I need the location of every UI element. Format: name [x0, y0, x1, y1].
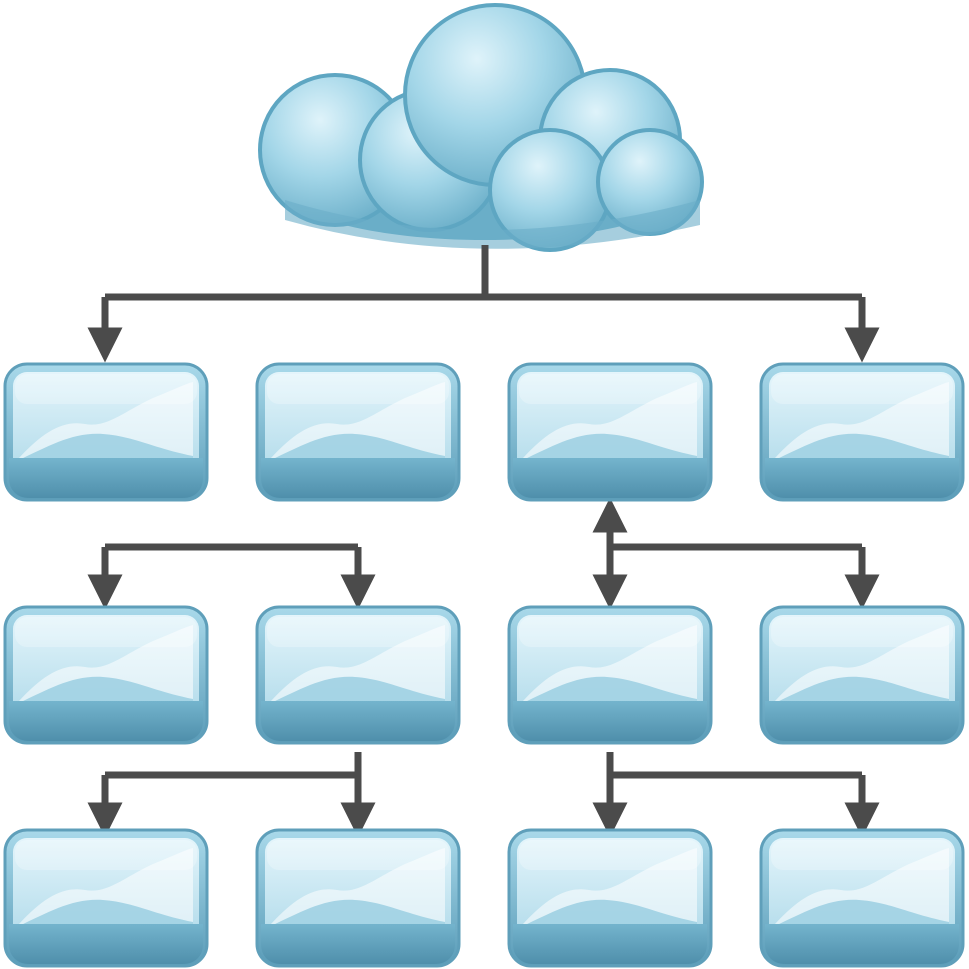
chart-window-icon: [3, 605, 209, 745]
chart-window-icon: [507, 828, 713, 968]
row-2: [3, 605, 965, 745]
chart-window-icon: [3, 362, 209, 502]
chart-window-icon: [255, 605, 461, 745]
chart-window-icon: [507, 605, 713, 745]
chart-window-icon: [3, 828, 209, 968]
chart-window-icon: [759, 362, 965, 502]
chart-window-icon: [759, 828, 965, 968]
chart-window-icon: [255, 828, 461, 968]
chart-window-icon: [255, 362, 461, 502]
chart-window-icon: [759, 605, 965, 745]
row-1: [3, 362, 965, 502]
cloud-icon: [258, 3, 704, 252]
connector-lines: [87, 245, 880, 838]
row-3: [3, 828, 965, 968]
chart-window-icon: [507, 362, 713, 502]
